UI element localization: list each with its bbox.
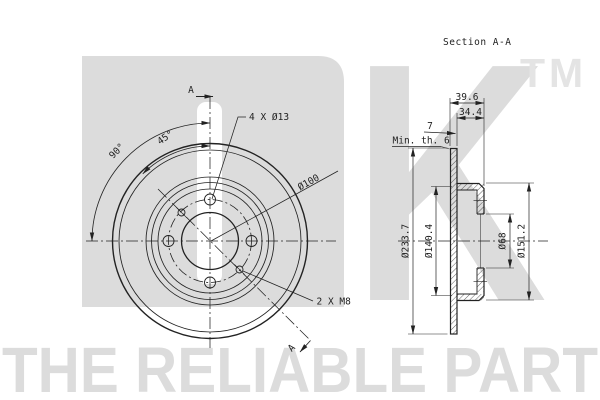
center-bore-label: Ø68: [498, 232, 509, 249]
hat-inner-bottom: [457, 268, 478, 295]
section-title: Section A-A: [443, 37, 511, 48]
hat-inner-top: [457, 189, 478, 214]
section-arrow-bottom: [299, 340, 311, 353]
thread-holes-leader: [242, 270, 314, 302]
section-view: [392, 98, 548, 335]
hat-flange-bottom-hatch: [457, 294, 484, 301]
band-thickness-label: 7: [427, 121, 433, 132]
bolt-holes-label: 4 X Ø13: [249, 112, 289, 123]
angle-90-arc: [89, 120, 211, 242]
outer-diameter-label: Ø233.7: [401, 224, 412, 258]
front-view: [86, 94, 339, 353]
hat-flange-top-hatch: [457, 183, 484, 190]
tagline-text: THE RELIABLE PART: [2, 334, 598, 400]
angle-45-arc: [142, 143, 211, 175]
thread-holes-label: 2 X M8: [317, 297, 352, 308]
hat-outline-top: [457, 182, 485, 214]
trademark-symbol: TM: [520, 50, 587, 96]
thread-hole-lower: [235, 265, 244, 274]
nk-logo-n-stroke: [197, 102, 222, 284]
dim-line-band-thickness: [423, 130, 456, 136]
hat-outer-diameter-label: Ø151.2: [517, 224, 528, 258]
bolt-circle-leader: [210, 170, 339, 242]
section-marker-top-label: A: [188, 85, 194, 96]
braking-band-section: [449, 147, 458, 335]
min-thickness-label: Min. th. 6: [393, 136, 450, 147]
bolt-holes-leader: [211, 116, 246, 200]
hat-depth-label: 34.4: [459, 107, 482, 118]
hat-wall-bottom-hatch: [477, 268, 484, 292]
hat-inner-diameter-label: Ø140.4: [424, 224, 435, 259]
section-view-labels: Section A-A 39.6 34.4 7 Min. th. 6 Ø233.…: [393, 37, 528, 258]
total-width-label: 39.6: [456, 92, 479, 103]
hat-wall-top-hatch: [477, 190, 484, 214]
